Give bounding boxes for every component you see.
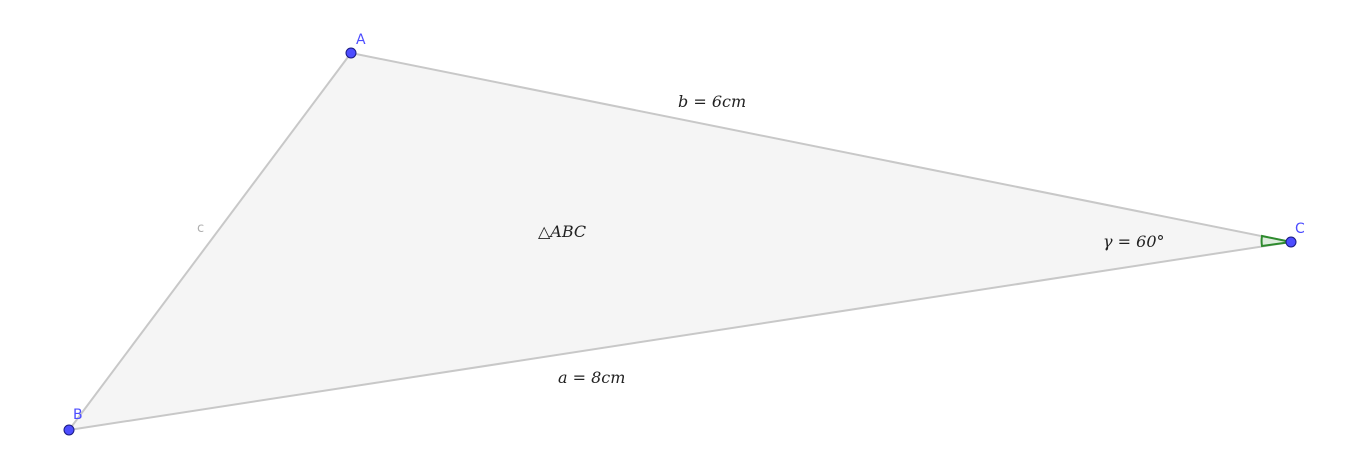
side-a-label: a = 8cm — [558, 368, 625, 387]
side-a[interactable] — [68, 241, 1292, 431]
side-c[interactable] — [68, 52, 352, 431]
point-b[interactable] — [63, 424, 75, 436]
triangle-abc-fill[interactable] — [69, 53, 1291, 430]
triangle-name-label: △ABC — [538, 222, 586, 241]
side-c-label: c — [197, 221, 204, 236]
point-a[interactable] — [345, 47, 357, 59]
angle-gamma-marker[interactable] — [1260, 234, 1292, 248]
point-c-label: C — [1295, 221, 1305, 237]
point-b-label: B — [73, 407, 83, 423]
point-a-label: A — [356, 32, 366, 48]
angle-gamma-label: γ = 60° — [1103, 232, 1165, 251]
point-c[interactable] — [1285, 236, 1297, 248]
side-b-label: b = 6cm — [678, 92, 746, 111]
side-b[interactable] — [350, 52, 1292, 243]
